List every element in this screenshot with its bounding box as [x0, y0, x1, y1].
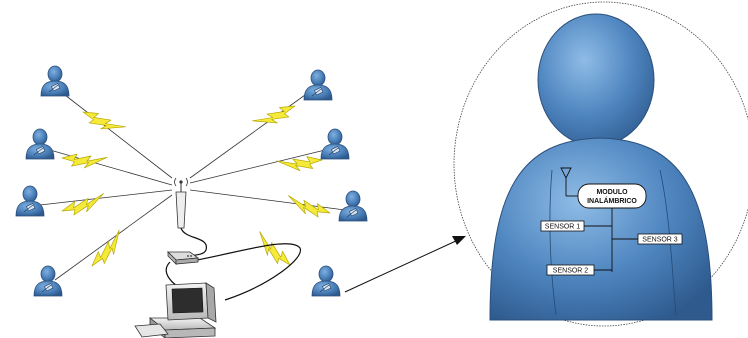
- module-label-line1: MODULO: [596, 189, 628, 196]
- sensor-1: SENSOR 1: [541, 221, 584, 231]
- person-with-device-icon: [304, 70, 367, 296]
- sensor-3-label: SENSOR 3: [642, 237, 678, 244]
- signal-lines: [40, 95, 345, 280]
- antenna-icon: [175, 178, 188, 228]
- computer-icon: [135, 283, 216, 338]
- router-icon: [168, 252, 198, 264]
- module-label-line2: INALÁMBRICO: [587, 196, 637, 205]
- person-with-device-icon: [16, 66, 69, 296]
- sensor-1-label: SENSOR 1: [545, 224, 581, 231]
- sensor-3: SENSOR 3: [638, 234, 682, 244]
- zoom-arrow: [345, 236, 466, 292]
- sensor-2: SENSOR 2: [547, 265, 594, 275]
- sensor-2-label: SENSOR 2: [553, 268, 589, 275]
